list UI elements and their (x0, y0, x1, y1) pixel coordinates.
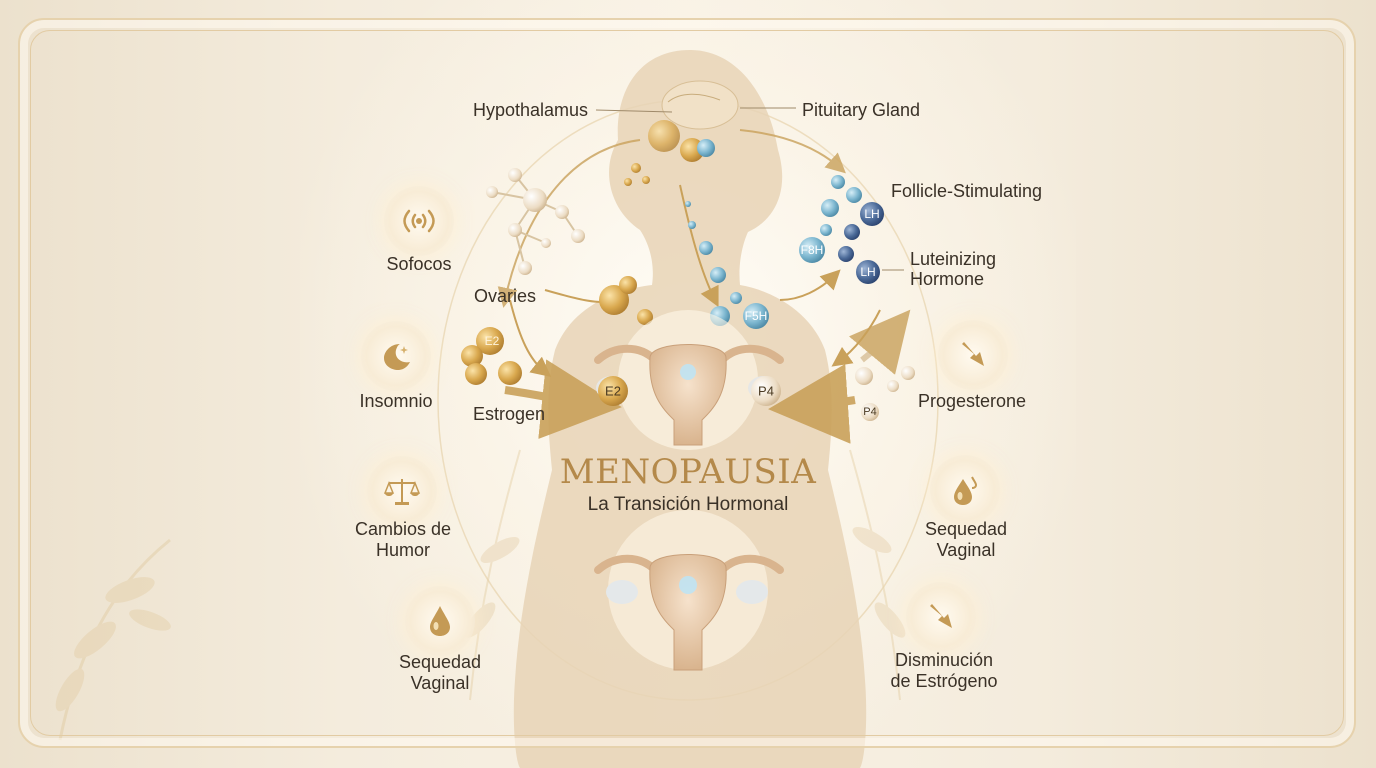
fsh-tag-1: F8H (800, 243, 824, 257)
lh-beads (838, 202, 884, 284)
lh-tag-2: LH (860, 265, 876, 279)
fsh-tag-2: F5H (744, 309, 768, 323)
symptom-label-sequedad-right-line2: Vaginal (936, 540, 996, 560)
heat-waves-icon (384, 186, 454, 256)
down-arrow-icon (906, 582, 976, 652)
pituitary-bead-blue (697, 139, 715, 157)
page-title: MENOPAUSIA (559, 452, 817, 492)
symptom-label-cambios-line1: Cambios de (354, 519, 452, 539)
ovaries-label: Ovaries (474, 286, 537, 306)
down-arrow-icon (938, 320, 1008, 390)
symptom-label-cambios-line2: Humor (375, 540, 431, 560)
symptom-label-sequedad-right-line1: Sequedad (924, 519, 1008, 539)
inner-frame (30, 30, 1344, 736)
upper-uterus (594, 310, 784, 450)
symptom-label-sequedad-left-line1: Sequedad (398, 652, 482, 672)
symptom-label-insomnio: Insomnio (359, 391, 433, 411)
lh-tag-1: LH (864, 207, 880, 221)
symptom-label-disminucion-line2: de Estrógeno (890, 671, 998, 691)
symptom-label-sofocos: Sofocos (386, 254, 452, 274)
luteinizing-hormone-label-line2: Hormone (910, 269, 985, 289)
symptom-label-sequedad-left-line2: Vaginal (410, 673, 470, 693)
symptom-label-progesterone: Progesterone (917, 391, 1027, 411)
lower-uterus (594, 510, 784, 671)
estrogen-label: Estrogen (473, 404, 546, 424)
left-leaves-decoration (55, 538, 171, 741)
e2-small-tag: E2 (484, 334, 500, 348)
brain-shape (661, 80, 739, 130)
hypothalamus-glow (648, 120, 680, 152)
molecule-beads-left (486, 163, 650, 275)
pituitary-gland-label: Pituitary Gland (802, 100, 921, 120)
progesterone-beads (855, 366, 915, 421)
estrogen-beads (461, 276, 653, 385)
droplet-icon (930, 455, 1000, 525)
droplet-icon (405, 586, 475, 656)
luteinizing-hormone-label-line1: Luteinizing (910, 249, 997, 269)
page-subtitle: La Transición Hormonal (587, 494, 789, 515)
p4-small-tag: P4 (863, 406, 877, 418)
hypothalamus-label: Hypothalamus (473, 100, 589, 120)
e2-uterus-tag: E2 (605, 383, 621, 399)
symptom-label-disminucion-line1: Disminución (894, 650, 994, 670)
outer-frame (18, 18, 1356, 748)
p4-uterus-tag: P4 (758, 383, 774, 399)
follicle-stimulating-label: Follicle-Stimulating (891, 181, 1043, 201)
balance-scale-icon (367, 456, 437, 526)
moon-stars-icon (361, 321, 431, 391)
